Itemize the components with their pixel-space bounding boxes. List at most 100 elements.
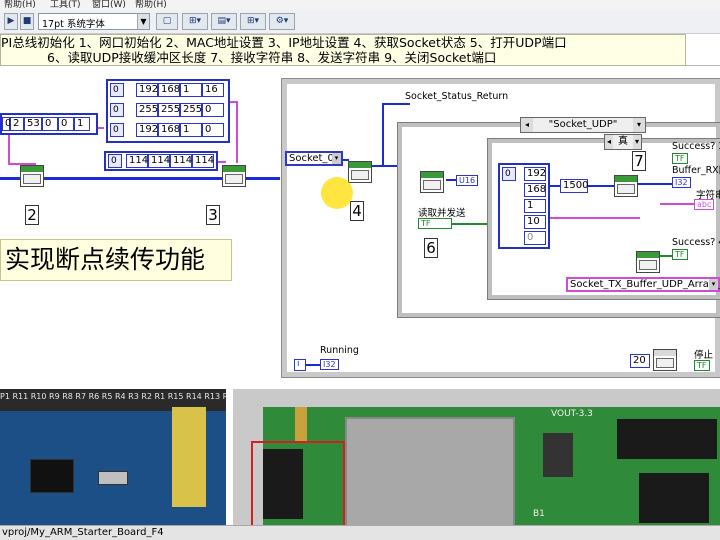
array-cell[interactable]: 114 — [126, 154, 148, 168]
buffer-rx-indicator: I32 — [672, 177, 691, 188]
remote-ip-array[interactable]: 0 192 168 1 10 0 — [498, 163, 550, 249]
chevron-left-icon[interactable]: ◂ — [605, 135, 613, 149]
wire — [550, 217, 640, 219]
port-constant[interactable]: 1500 — [560, 179, 588, 193]
array-cell[interactable]: 10 — [524, 215, 546, 229]
received-string-indicator: abc — [694, 199, 715, 210]
array-cell[interactable]: 0 — [202, 123, 224, 137]
array-cell[interactable]: 1 — [180, 83, 202, 97]
array-index[interactable]: 0 — [110, 123, 124, 137]
array-cell[interactable]: 0 — [2, 117, 11, 131]
chevron-down-icon[interactable]: ▾ — [633, 118, 645, 132]
mac-array-constant[interactable]: 0 2 53 0 0 1 — [0, 113, 98, 135]
project-path: vproj/My_ARM_Starter_Board_F4 — [2, 527, 164, 538]
case-selector-socket-udp[interactable]: ◂ "Socket_UDP" ▾ — [520, 117, 646, 133]
align-objects-button[interactable]: ⊞▾ — [182, 13, 208, 30]
array-cell[interactable]: 53 — [24, 117, 42, 131]
array-cell[interactable]: 1 — [74, 117, 90, 131]
distribute-objects-button[interactable]: ▤▾ — [211, 13, 237, 30]
array-index[interactable]: 0 — [110, 103, 124, 117]
menu-item-window[interactable]: 窗口(W) — [92, 0, 126, 10]
mac-set-vi-icon[interactable] — [20, 165, 44, 187]
toolbar-abort-button[interactable]: ■ — [20, 13, 34, 30]
array-index[interactable]: 0 — [110, 83, 124, 97]
read-send-boolean[interactable]: TF — [418, 218, 452, 229]
block-diagram[interactable]: 0 2 53 0 0 1 0 192 168 1 16 0 255 255 25… — [0, 67, 720, 385]
instruction-line-2: 6、读取UDP接收缓冲区长度 7、接收字符串 8、发送字符串 9、关闭Socke… — [47, 50, 497, 65]
array-cell[interactable]: 1 — [524, 199, 546, 213]
socket-select-value: Socket_0 — [289, 153, 334, 164]
error-wire — [0, 177, 280, 180]
dns-array-constant[interactable]: 0 114 114 114 114 — [104, 151, 218, 171]
array-cell[interactable]: 255 — [158, 103, 180, 117]
array-cell[interactable]: 114 — [148, 154, 170, 168]
font-select[interactable]: 17pt 系统字体 ▼ — [38, 13, 150, 30]
array-cell[interactable]: 168 — [158, 83, 180, 97]
wire — [588, 185, 614, 187]
get-socket-status-vi-icon[interactable] — [348, 161, 372, 183]
array-cell[interactable]: 255 — [136, 103, 158, 117]
receive-string-vi-icon[interactable] — [614, 175, 638, 197]
board-silkscreen-b1: B1 — [533, 509, 545, 519]
socket-select-control[interactable]: Socket_0 ▾ — [285, 151, 343, 166]
text-settings-button[interactable]: ▢ — [156, 13, 178, 30]
array-cell[interactable]: 0 — [524, 231, 546, 245]
toolbar: ▶ ■ 17pt 系统字体 ▼ ▢ ⊞▾ ▤▾ ⊞▾ ⚙▾ — [0, 10, 720, 34]
received-string-label: 字符串 — [696, 190, 720, 201]
wait-ms-icon[interactable] — [653, 349, 677, 371]
socket-status-return-label: Socket_Status_Return — [405, 91, 509, 102]
tx-buffer-control[interactable]: Socket_TX_Buffer_UDP_Array_F4 ▾ — [566, 277, 720, 292]
case-selector-true[interactable]: ◂ 真 ▾ — [604, 134, 642, 150]
success4-label: Success? 4 — [672, 237, 720, 248]
toolbar-run-button[interactable]: ▶ — [4, 13, 18, 30]
header-connector — [263, 449, 303, 519]
array-cell[interactable]: 0 — [58, 117, 74, 131]
array-index[interactable]: 0 — [108, 154, 122, 168]
array-index[interactable]: 0 — [502, 167, 516, 181]
running-label: Running — [320, 345, 359, 356]
sd-card-slot — [345, 417, 515, 527]
array-cell[interactable]: 255 — [180, 103, 202, 117]
ip-config-cluster[interactable]: 0 192 168 1 16 0 255 255 255 0 0 192 168… — [106, 79, 230, 143]
running-indicator: I32 — [320, 359, 339, 370]
success3-label: Success? 3 — [672, 141, 720, 152]
mouse-cursor-highlight — [321, 177, 353, 209]
array-cell[interactable]: 192 — [136, 123, 158, 137]
chevron-down-icon[interactable]: ▾ — [633, 135, 641, 149]
wire — [382, 103, 410, 105]
array-cell[interactable]: 192 — [136, 83, 158, 97]
array-cell[interactable]: 2 — [10, 117, 24, 131]
array-cell[interactable]: 168 — [524, 183, 546, 197]
brass-standoff — [295, 407, 307, 441]
wire — [660, 255, 672, 257]
send-string-vi-icon[interactable] — [636, 251, 660, 273]
array-cell[interactable]: 1 — [180, 123, 202, 137]
array-cell[interactable]: 114 — [170, 154, 192, 168]
array-cell[interactable]: 168 — [158, 123, 180, 137]
array-cell[interactable]: 0 — [42, 117, 58, 131]
wire — [660, 203, 694, 205]
menu-item-help-left[interactable]: 帮助(H) — [4, 0, 36, 10]
jumper-block — [543, 433, 573, 477]
array-cell[interactable]: 192 — [524, 167, 546, 181]
read-and-send-label: 读取并发送 — [418, 208, 466, 219]
photo-strip — [0, 389, 226, 411]
ip-set-vi-icon[interactable] — [222, 165, 246, 187]
instruction-line-1: PI总线初始化 1、网口初始化 2、MAC地址设置 3、IP地址设置 4、获取S… — [1, 35, 567, 50]
status-bar: vproj/My_ARM_Starter_Board_F4 — [0, 525, 720, 540]
reorder-button[interactable]: ⚙▾ — [269, 13, 295, 30]
wait-ms-constant[interactable]: 20 — [630, 354, 650, 368]
array-cell[interactable]: 16 — [202, 83, 224, 97]
menu-item-help[interactable]: 帮助(H) — [135, 0, 167, 10]
read-rx-length-vi-icon[interactable] — [420, 171, 444, 193]
pin-header — [172, 407, 206, 507]
menu-item-tools[interactable]: 工具(T) — [50, 0, 81, 10]
array-cell[interactable]: 114 — [192, 154, 214, 168]
stop-button-terminal[interactable]: TF — [694, 360, 710, 371]
success4-indicator: TF — [672, 249, 688, 260]
wire — [372, 165, 398, 167]
resize-objects-button[interactable]: ⊞▾ — [240, 13, 266, 30]
wire — [638, 183, 672, 185]
array-cell[interactable]: 0 — [202, 103, 224, 117]
chevron-left-icon[interactable]: ◂ — [521, 118, 533, 132]
